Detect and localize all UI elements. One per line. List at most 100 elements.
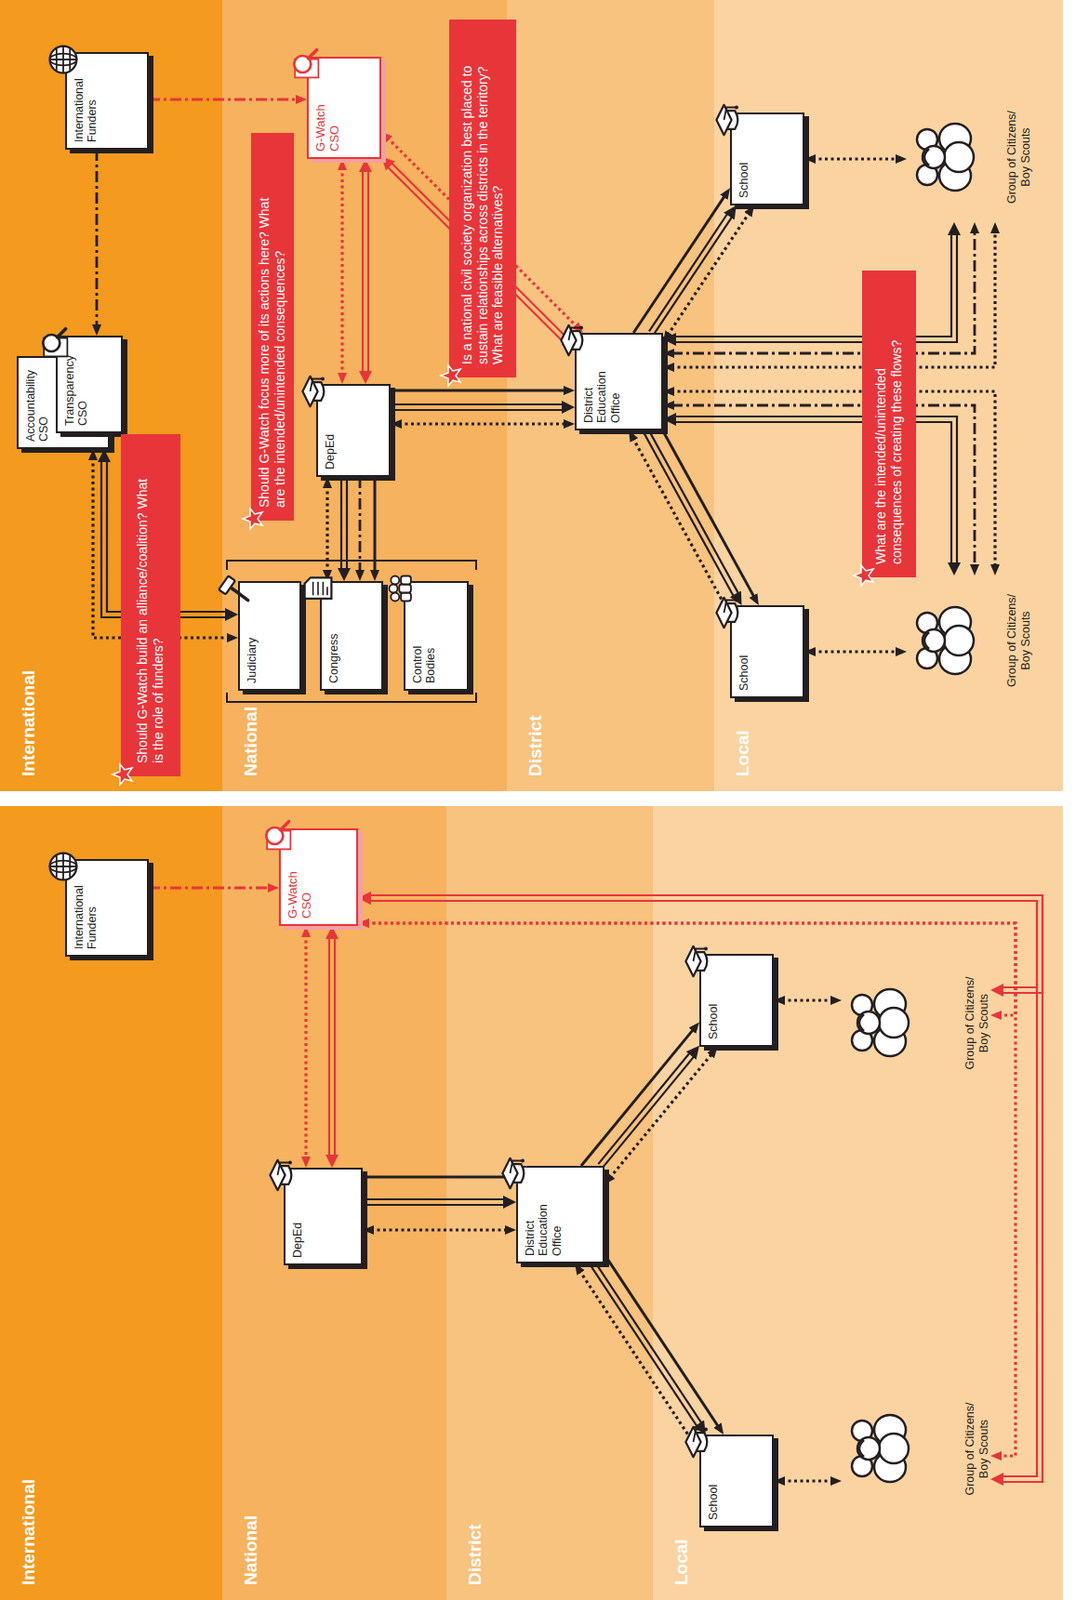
flow-connector bbox=[390, 390, 575, 392]
cap-icon-part bbox=[569, 328, 582, 342]
flow-connector bbox=[148, 99, 307, 101]
flow-connector bbox=[92, 449, 239, 638]
office-box: DepEd bbox=[316, 384, 391, 478]
people-icon bbox=[906, 118, 976, 197]
level-band: InternationalInternational FundersAccoun… bbox=[0, 0, 223, 792]
arrow-head bbox=[633, 187, 731, 333]
cap-icon-part bbox=[510, 1161, 523, 1175]
flow-connector bbox=[341, 477, 347, 582]
people-icon-part bbox=[390, 576, 399, 585]
globe-icon-part bbox=[50, 853, 78, 881]
flow-connector bbox=[590, 1261, 706, 1435]
connector-line bbox=[671, 405, 975, 568]
band-label: National bbox=[240, 1515, 262, 1586]
node-text: Should G-Watch focus more of its actions… bbox=[256, 191, 288, 508]
flow-connector bbox=[581, 1022, 700, 1168]
office-box: District Education Office bbox=[574, 332, 664, 431]
flow-connector bbox=[390, 424, 575, 425]
cap-icon bbox=[265, 1158, 299, 1193]
cap-icon-part bbox=[724, 107, 737, 121]
people-icon-part bbox=[400, 593, 412, 602]
level-band: National G-Watch CSO Should G-Watch focus … bbox=[222, 0, 507, 792]
flow-connector bbox=[633, 187, 731, 333]
cap-icon bbox=[711, 596, 745, 630]
connector-line bbox=[95, 149, 99, 328]
office-box: School bbox=[699, 1434, 774, 1528]
cap-icon-part bbox=[520, 1159, 525, 1164]
people-icon-part bbox=[924, 148, 930, 166]
level-band: LocalWhat are the intended/unintended co… bbox=[714, 0, 1063, 792]
office-box: School bbox=[730, 112, 805, 206]
node-text: Congress bbox=[327, 609, 341, 684]
group-bracket bbox=[226, 560, 477, 703]
node-text: Group of Citizens/ Boy Scouts bbox=[1005, 585, 1033, 696]
connector-line bbox=[148, 98, 299, 102]
flow-connector bbox=[342, 159, 344, 385]
flow-connector bbox=[628, 430, 731, 615]
band-label: National bbox=[240, 706, 262, 777]
connector-line bbox=[673, 232, 957, 343]
connector-line bbox=[367, 169, 370, 374]
flow-connector bbox=[604, 1047, 718, 1185]
arrow-head bbox=[390, 390, 575, 392]
connector-line bbox=[304, 934, 307, 1160]
connector-line bbox=[366, 923, 1016, 1016]
office-box: District Education Office bbox=[516, 1166, 605, 1264]
connector-line bbox=[361, 169, 364, 374]
cap-icon-part bbox=[734, 598, 739, 603]
connector-line bbox=[663, 430, 756, 598]
people-icon bbox=[906, 601, 976, 680]
diagram-panel: InternationalInternational FundersAccoun… bbox=[0, 0, 1063, 792]
connector-line bbox=[101, 459, 228, 618]
node-text: School bbox=[737, 625, 751, 691]
connector-line bbox=[362, 1198, 506, 1201]
people-icon bbox=[385, 571, 419, 606]
cap-icon bbox=[680, 1425, 715, 1460]
node-text: Transparency CSO bbox=[63, 353, 91, 426]
node-text: G-Watch CSO bbox=[314, 95, 343, 152]
connector-line bbox=[328, 936, 331, 1158]
star-icon-part bbox=[853, 565, 874, 586]
office-box: International Funders bbox=[65, 859, 149, 957]
star-icon bbox=[439, 364, 463, 387]
people-icon-part bbox=[390, 593, 399, 602]
arrow-head bbox=[804, 651, 907, 653]
arrow-head bbox=[342, 159, 344, 385]
flow-connector bbox=[358, 895, 1043, 1483]
connector-line bbox=[671, 230, 996, 368]
flow-connector bbox=[381, 157, 575, 350]
arrow-head bbox=[574, 1263, 700, 1453]
flow-connector bbox=[597, 1046, 700, 1169]
arrow-head bbox=[359, 477, 361, 582]
arrow-head bbox=[604, 1254, 724, 1435]
flow-connector bbox=[327, 477, 329, 582]
arrow-head bbox=[374, 477, 376, 582]
arrow-head bbox=[96, 149, 98, 336]
flow-connector bbox=[358, 895, 1043, 994]
flow-connector bbox=[663, 222, 975, 354]
question-callout: What are the intended/unintended consequ… bbox=[862, 270, 917, 578]
connector-line bbox=[390, 161, 570, 341]
cap-icon-part bbox=[734, 106, 739, 110]
people-icon-part bbox=[857, 1012, 880, 1036]
cap-icon bbox=[680, 944, 715, 979]
cap-icon bbox=[497, 1156, 532, 1191]
people-icon-part bbox=[916, 123, 974, 191]
connector-line bbox=[632, 438, 726, 609]
arrow-head bbox=[663, 405, 975, 576]
arrow-head bbox=[390, 407, 575, 409]
cap-icon-part bbox=[703, 1428, 708, 1433]
arrow-head bbox=[358, 898, 1040, 991]
question-callout: Is a national civil society organization… bbox=[449, 19, 517, 378]
arrow-head bbox=[332, 926, 333, 1169]
connector-line bbox=[667, 212, 750, 336]
flow-connector bbox=[604, 1254, 724, 1435]
arrow-head bbox=[381, 132, 584, 333]
diagram-panel: InternationalInternational FundersNation… bbox=[0, 806, 1063, 1600]
office-box: Transparency CSO bbox=[55, 335, 123, 434]
flow-connector bbox=[96, 149, 98, 336]
arrow-head bbox=[362, 1177, 517, 1179]
connector-line bbox=[812, 650, 899, 653]
connector-line bbox=[368, 895, 1043, 1483]
gavel-icon bbox=[219, 571, 253, 606]
